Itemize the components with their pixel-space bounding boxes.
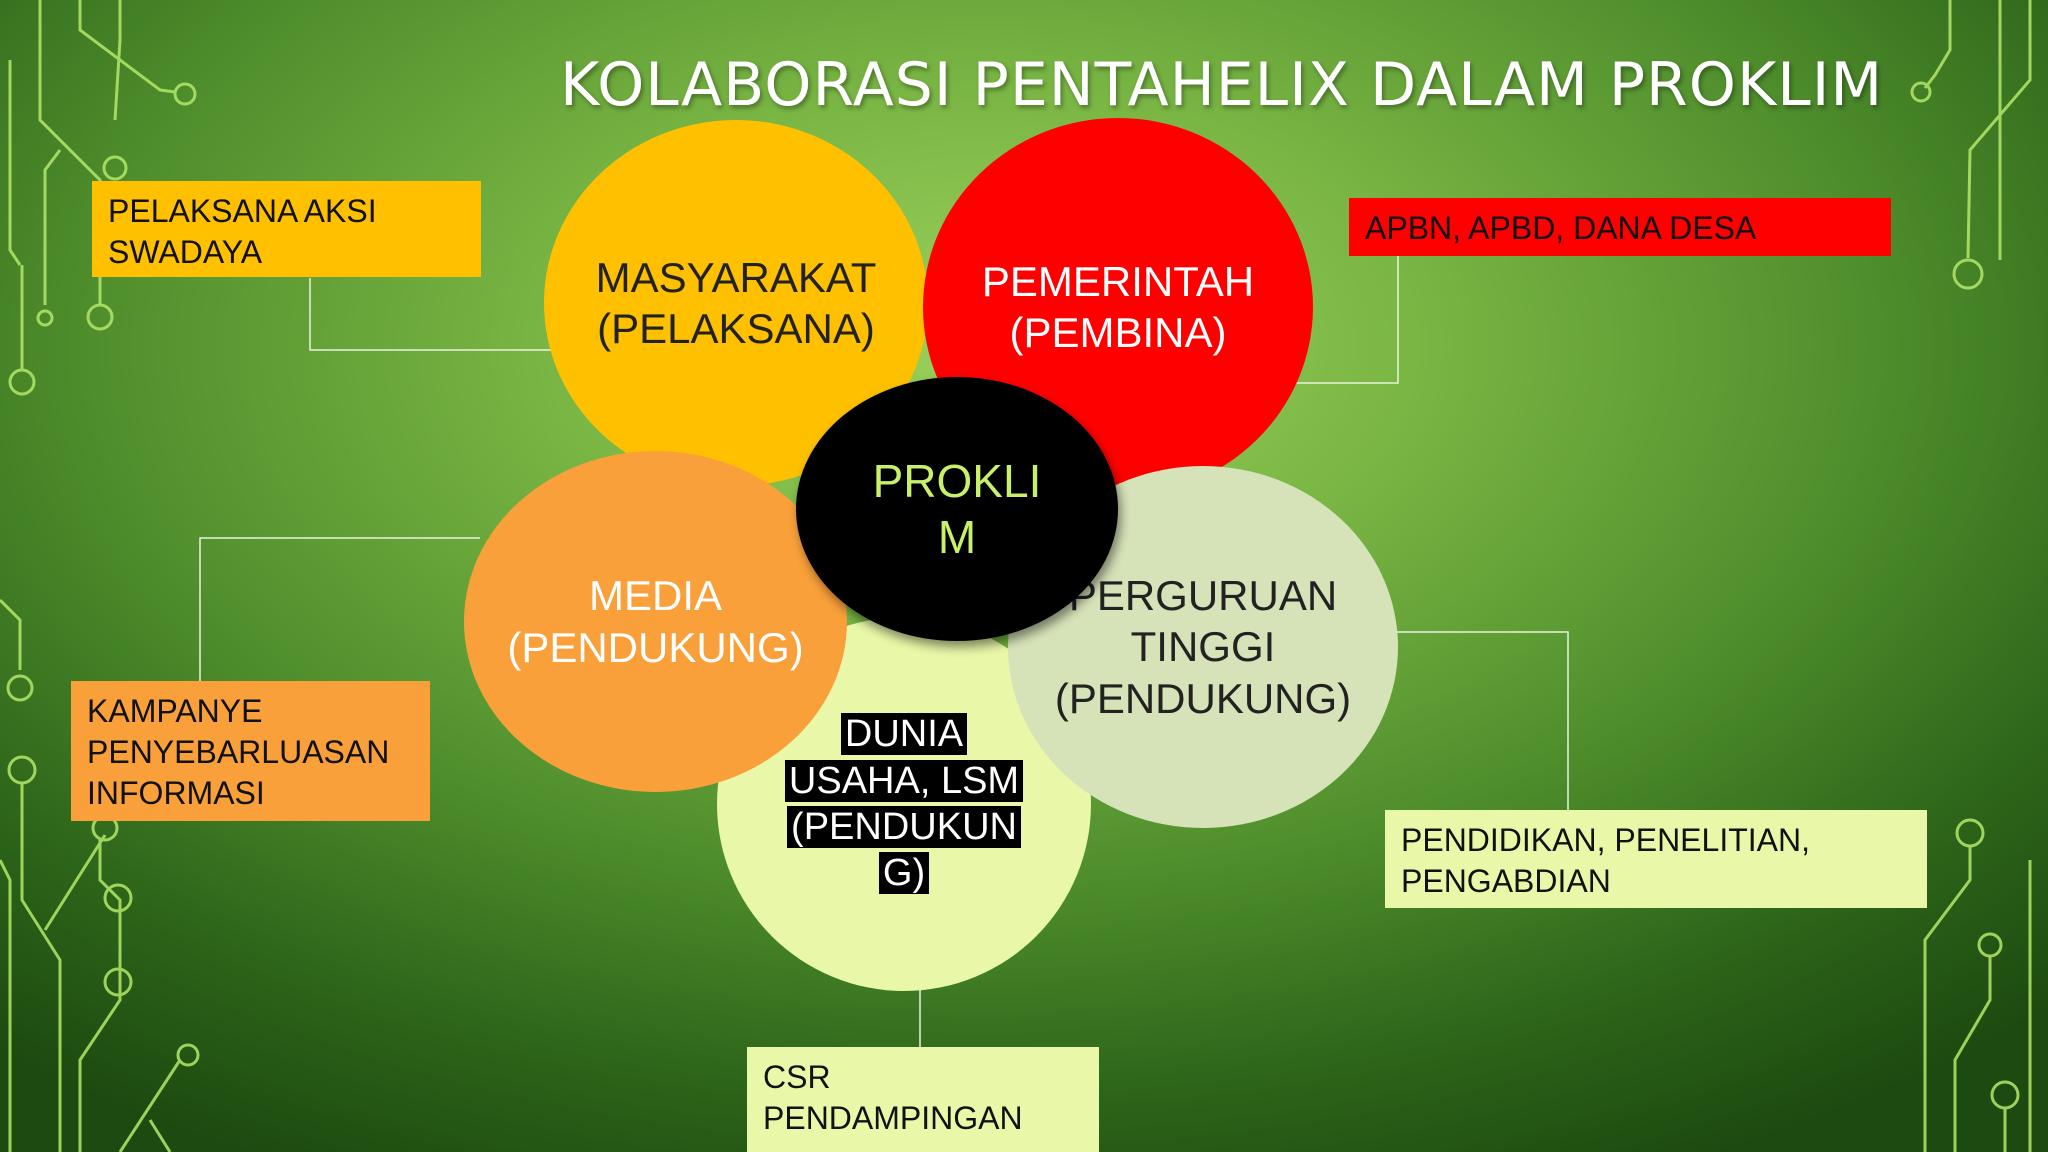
connector-media [199, 537, 480, 681]
connector-perguruan-tinggi [1397, 631, 1569, 810]
media-circle: MEDIA (PENDUKUNG) [464, 451, 847, 792]
pendidikan-box: PENDIDIKAN, PENELITIAN, PENGABDIAN [1385, 810, 1927, 908]
dunia-usaha-line: USAHA, LSM [784, 759, 1024, 802]
dunia-usaha-line: G) [878, 852, 930, 895]
connector-masyarakat [309, 278, 555, 351]
csr-box: CSR PENDAMPINGAN [747, 1047, 1099, 1152]
pemerintah-label: PEMERINTAH (PEMBINA) [981, 257, 1255, 356]
slide-title: KOLABORASI PENTAHELIX DALAM PROKLIM [560, 50, 1884, 120]
apbn-box: APBN, APBD, DANA DESA [1349, 198, 1891, 256]
kampanye-box: KAMPANYE PENYEBARLUASAN INFORMASI [71, 681, 430, 821]
media-label: MEDIA (PENDUKUNG) [507, 572, 804, 671]
dunia-usaha-line: DUNIA [840, 713, 968, 756]
perguruan-tinggi-label: PERGURUAN TINGGI (PENDUKUNG) [1054, 572, 1352, 722]
dunia-usaha-line: (PENDUKUN [787, 806, 1021, 848]
dunia-usaha-label: DUNIA USAHA, LSM (PENDUKUN G) [779, 711, 1029, 896]
proklim-label: PROKLI M [872, 454, 1042, 563]
proklim-center-circle: PROKLI M [796, 377, 1118, 641]
pelaksana-aksi-box: PELAKSANA AKSI SWADAYA [92, 181, 481, 277]
masyarakat-label: MASYARAKAT (PELAKSANA) [595, 253, 877, 352]
connector-pemerintah [1290, 256, 1399, 384]
